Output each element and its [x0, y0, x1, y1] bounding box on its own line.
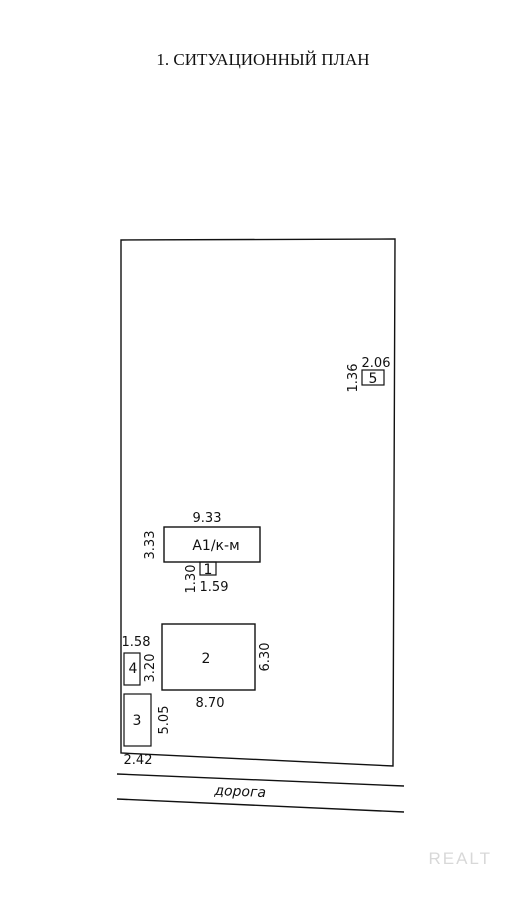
lot-boundary: [120, 238, 396, 767]
building-4: [123, 652, 141, 686]
building-5-height: 1.36: [346, 364, 361, 393]
building-a1-label: А1/к-м: [192, 538, 239, 554]
building-5-width: 2.06: [362, 356, 391, 371]
building-4-height: 3.20: [143, 654, 158, 683]
road-label: дорога: [213, 783, 266, 801]
building-5: [361, 369, 385, 386]
building-3-label: 3: [133, 713, 142, 729]
building-5-label: 5: [369, 371, 378, 387]
building-1-label: 1: [204, 562, 213, 578]
building-4-label: 4: [129, 661, 138, 677]
building-3-width: 2.42: [124, 753, 153, 768]
watermark: REALT: [428, 849, 492, 868]
building-1: [199, 561, 217, 576]
building-a1-width: 9.33: [193, 511, 222, 526]
page-title: 1. СИТУАЦИОННЫЙ ПЛАН: [156, 50, 369, 69]
building-1-width: 1.59: [200, 580, 229, 595]
building-2-width: 8.70: [196, 696, 225, 711]
building-a1-height: 3.33: [143, 531, 158, 560]
building-2-label: 2: [202, 651, 211, 667]
building-1-height: 1.30: [184, 565, 199, 594]
road-edge-upper: [116, 773, 405, 787]
road-edge-lower: [116, 798, 405, 813]
building-2-height: 6.30: [258, 643, 273, 672]
building-2: [161, 623, 256, 691]
building-4-width: 1.58: [122, 635, 151, 650]
building-3: [123, 693, 152, 747]
building-3-height: 5.05: [157, 706, 172, 735]
